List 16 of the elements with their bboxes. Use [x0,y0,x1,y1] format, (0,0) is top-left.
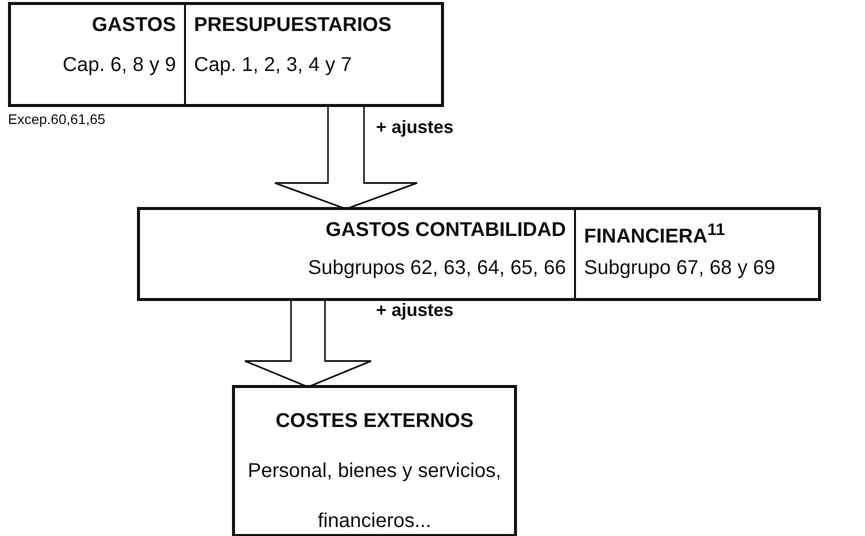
description: Cap. 1, 2, 3, 4 y 7 [194,53,352,77]
table-box [137,207,821,301]
description: Personal, bienes y servicios, financieros... [246,459,502,534]
heading: PRESUPUESTARIOS [194,13,392,37]
note: Excep.60,61,65 [8,111,106,127]
heading: COSTES EXTERNOS [274,409,474,434]
heading: GASTOS [92,13,176,37]
text-box [232,385,517,536]
note: + ajustes [376,300,454,321]
description: Subgrupos 62, 63, 64, 65, 66 [308,256,566,280]
description: Cap. 6, 8 y 9 [62,53,176,77]
table-box [8,2,444,107]
heading: FINANCIERA$^{11}$ [584,219,725,249]
description: Subgrupo 67, 68 y 69 [584,256,776,280]
note: + ajustes [376,117,454,138]
heading: GASTOS CONTABILIDAD [326,218,566,242]
